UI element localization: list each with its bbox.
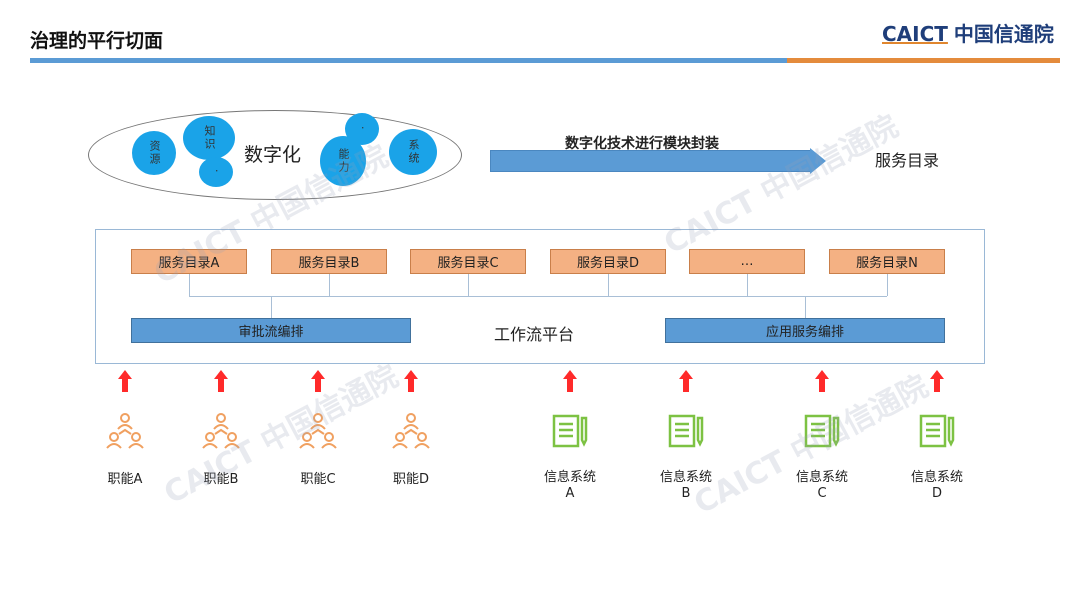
document-icon <box>550 412 590 452</box>
up-arrow-icon <box>815 370 829 392</box>
function-label: 职能A <box>107 472 143 487</box>
service-catalog-box: … <box>689 249 805 274</box>
circle-dot: · <box>199 157 233 187</box>
encapsulation-arrow <box>490 150 812 172</box>
connector-line <box>329 274 330 296</box>
connector-line <box>189 296 887 297</box>
encapsulation-label: 数字化技术进行模块封装 <box>565 136 719 152</box>
service-catalog-box: 服务目录A <box>131 249 247 274</box>
connector-line <box>747 274 748 296</box>
system-label: 信息系统 A <box>543 470 596 501</box>
up-arrow-icon <box>563 370 577 392</box>
app-service-bar: 应用服务编排 <box>665 318 945 343</box>
logo-en: CAICT <box>882 22 948 46</box>
connector-line <box>887 274 888 296</box>
workflow-platform-label: 工作流平台 <box>494 325 575 344</box>
document-icon <box>802 412 842 452</box>
org-people-icon <box>105 412 145 452</box>
connector-line <box>608 274 609 296</box>
connector-line <box>271 296 272 318</box>
service-catalog-label: 服务目录 <box>875 151 940 170</box>
workflow-platform-box <box>95 229 985 364</box>
service-catalog-box: 服务目录D <box>550 249 666 274</box>
digitization-ellipse <box>88 110 462 200</box>
function-label: 职能C <box>300 472 336 487</box>
approval-flow-bar: 审批流编排 <box>131 318 411 343</box>
up-arrow-icon <box>214 370 228 392</box>
circle-capability: 能力 <box>320 136 366 186</box>
connector-line <box>468 274 469 296</box>
header-divider-blue <box>30 58 787 63</box>
digitization-label: 数字化 <box>244 144 302 166</box>
up-arrow-icon <box>311 370 325 392</box>
system-label: 信息系统 B <box>659 470 712 501</box>
org-people-icon <box>391 412 431 452</box>
circle-resources: 资源 <box>132 131 176 175</box>
circle-system: 系统 <box>389 129 437 175</box>
system-label: 信息系统 D <box>910 470 963 501</box>
up-arrow-icon <box>679 370 693 392</box>
connector-line <box>805 296 806 318</box>
function-label: 职能D <box>392 472 429 487</box>
org-people-icon <box>298 412 338 452</box>
up-arrow-icon <box>404 370 418 392</box>
up-arrow-icon <box>118 370 132 392</box>
document-icon <box>917 412 957 452</box>
logo-cn: 中国信通院 <box>953 22 1054 46</box>
org-people-icon <box>201 412 241 452</box>
service-catalog-box: 服务目录C <box>410 249 526 274</box>
circle-knowledge: 知识 <box>183 116 235 160</box>
page-title: 治理的平行切面 <box>30 30 164 52</box>
service-catalog-box: 服务目录N <box>829 249 945 274</box>
system-label: 信息系统 C <box>795 470 848 501</box>
up-arrow-icon <box>930 370 944 392</box>
connector-line <box>189 274 190 296</box>
arrow-head-icon <box>810 148 826 174</box>
function-label: 职能B <box>203 472 239 487</box>
service-catalog-box: 服务目录B <box>271 249 387 274</box>
document-icon <box>666 412 706 452</box>
watermark: CAICT 中国信通院 <box>158 358 405 512</box>
header-divider-orange <box>787 58 1060 63</box>
